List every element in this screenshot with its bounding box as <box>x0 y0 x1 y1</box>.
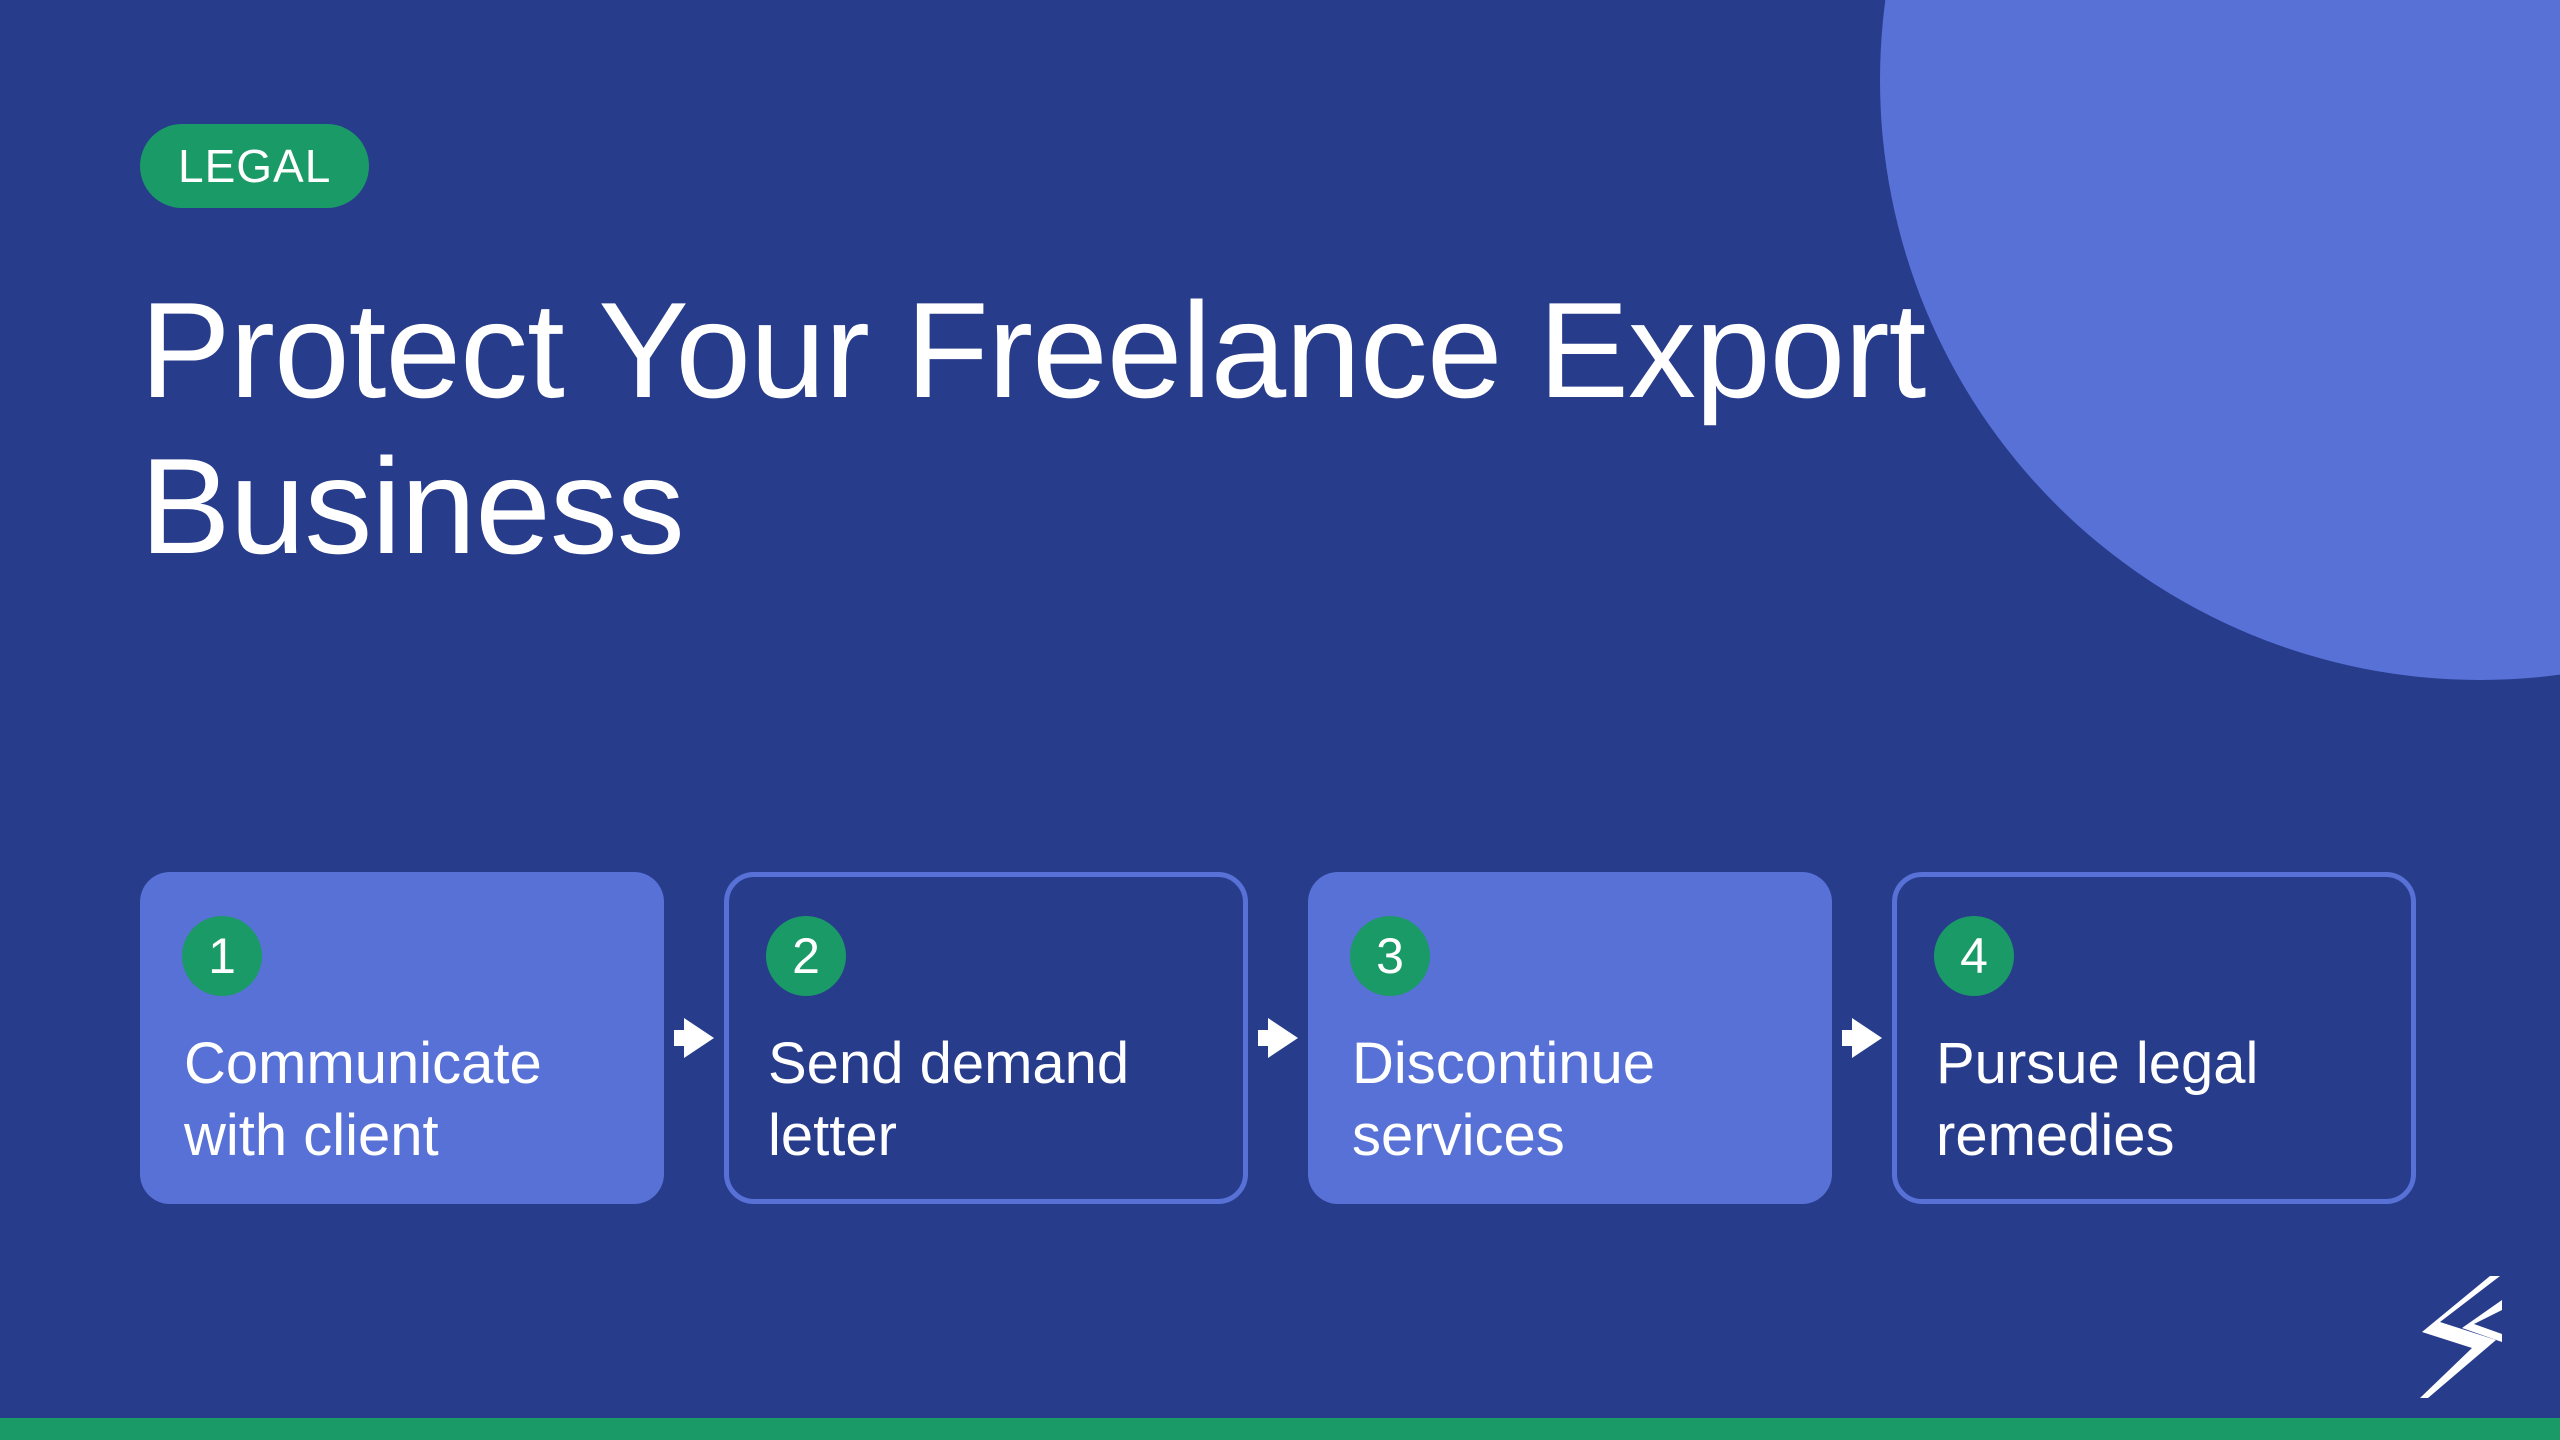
step-card-3: 3 Discontinue services <box>1308 872 1832 1204</box>
step-card-1: 1 Communicate with client <box>140 872 664 1204</box>
slide-title: Protect Your Freelance Export Business <box>140 274 1926 582</box>
step-label: Communicate with client <box>184 1031 542 1168</box>
bottom-accent-bar <box>0 1418 2560 1440</box>
step-card-4: 4 Pursue legal remedies <box>1892 872 2416 1204</box>
step-card-2: 2 Send demand letter <box>724 872 1248 1204</box>
step-number-badge: 1 <box>182 916 262 996</box>
category-badge: LEGAL <box>140 124 370 208</box>
arrow-right-icon <box>674 1018 714 1058</box>
step-number-badge: 3 <box>1350 916 1430 996</box>
brand-logo-icon <box>2420 1276 2502 1398</box>
arrow-right-icon <box>1842 1018 1882 1058</box>
step-label: Send demand letter <box>768 1031 1130 1168</box>
step-label: Discontinue services <box>1352 1031 1656 1168</box>
arrow-right-icon <box>1258 1018 1298 1058</box>
process-steps: 1 Communicate with client 2 Send demand … <box>140 872 2416 1204</box>
step-number-badge: 2 <box>766 916 846 996</box>
step-number-badge: 4 <box>1934 916 2014 996</box>
step-label: Pursue legal remedies <box>1936 1031 2259 1168</box>
